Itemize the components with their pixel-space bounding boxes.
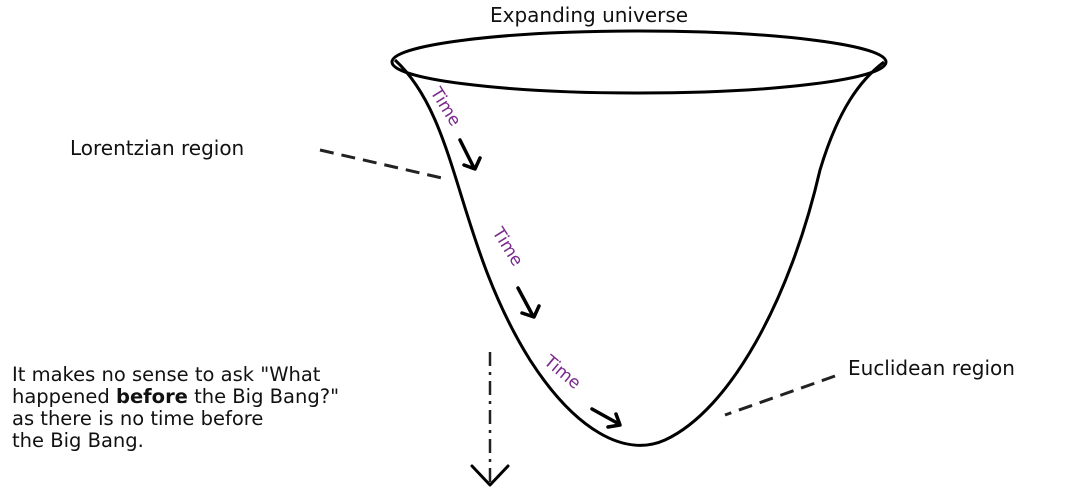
euclidean-region-label: Euclidean region (848, 356, 1015, 380)
note-line-4: the Big Bang. (12, 429, 144, 452)
euclidean-leader-line (724, 374, 836, 417)
no-time-before-arrowhead (470, 464, 510, 487)
time-arrow-3 (590, 407, 622, 429)
note-line-2: happened before the Big Bang?" (12, 385, 340, 408)
time-label-1: Time (425, 83, 465, 130)
note-line-3: as there is no time before (12, 407, 264, 430)
universe-bowl-outline (393, 58, 885, 447)
time-arrow-1 (458, 138, 482, 171)
time-arrow-2 (516, 286, 541, 319)
lorentzian-leader-line (319, 148, 443, 180)
big-bang-note: It makes no sense to ask "What happened … (12, 364, 482, 452)
time-label-3: Time (539, 351, 584, 394)
universe-rim-ellipse (390, 29, 888, 95)
note-line-1: It makes no sense to ask "What (12, 363, 321, 386)
lorentzian-region-label: Lorentzian region (70, 136, 244, 160)
time-label-2: Time (487, 223, 527, 270)
expanding-universe-label: Expanding universe (490, 3, 688, 27)
note-before-bold: before (116, 385, 188, 408)
